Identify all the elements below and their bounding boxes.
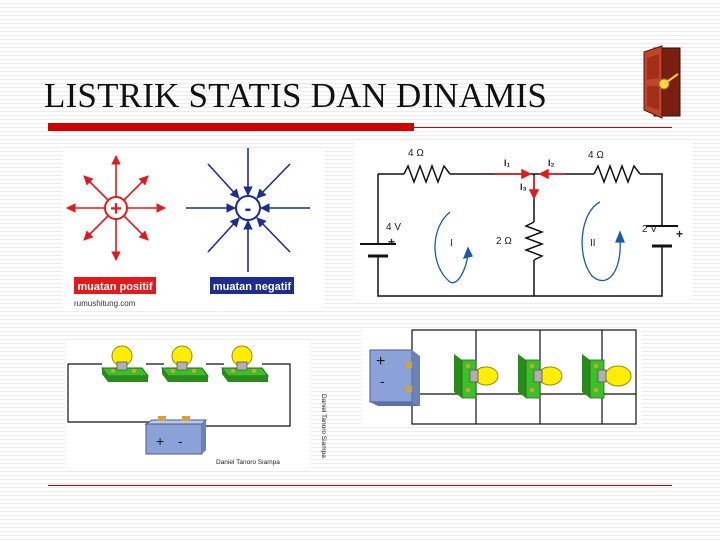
parallel-battery: + - [369, 349, 420, 406]
vertical-credit-figure: Daniel Tanoro Siampa [318, 390, 334, 472]
series-battery-minus: - [178, 433, 183, 449]
positive-charge-label: muatan positif [77, 281, 153, 293]
series-lamp-2 [161, 345, 209, 382]
parallel-lamp-2 [518, 354, 563, 399]
vertical-credit-svg: Daniel Tanoro Siampa [320, 394, 327, 458]
positive-charge-circle [104, 196, 128, 220]
slide-title: LISTRIK STATIS DAN DINAMIS [44, 76, 548, 115]
resistor-top-left [403, 163, 451, 185]
series-author-credit: Daniel Tanoro Siampa [216, 459, 280, 466]
parallel-circuit-diagram: + - [369, 329, 637, 425]
title-underline-thin [414, 127, 672, 128]
negative-label-box [210, 277, 294, 294]
battery-left [360, 243, 396, 258]
battery-left-plus: + [388, 235, 395, 249]
footer-divider [48, 485, 672, 486]
current-3-label: I₃ [520, 182, 527, 192]
negative-charge-symbol: - [245, 198, 252, 220]
battery-right-voltage: 2 V [642, 224, 657, 235]
current-1-label: I₁ [504, 158, 511, 168]
series-circuit-diagram: + - Daniel Tanoro Siampa [67, 345, 291, 466]
positive-field-lines [66, 155, 166, 261]
resistor-middle-label: 2 Ω [496, 236, 512, 247]
loop-2-label: II [590, 238, 596, 249]
kirchhoff-circuit-figure: 4 Ω 4 Ω 2 Ω 4 V 2 V + + I₁ I₂ I₃ I II [354, 140, 692, 302]
parallel-circuit-figure: + - [362, 328, 642, 426]
series-lamp-1 [101, 345, 149, 382]
negative-charge-circle [235, 195, 261, 221]
resistor-middle [523, 221, 545, 261]
battery-right-plus: + [676, 227, 683, 241]
resistor-top-left-label: 4 Ω [408, 148, 424, 159]
kirchhoff-circuit-diagram: 4 Ω 4 Ω 2 Ω 4 V 2 V + + I₁ I₂ I₃ I II [360, 148, 683, 297]
battery-left-voltage: 4 V [386, 222, 401, 233]
battery-right [646, 225, 678, 248]
current-arrows [494, 168, 566, 200]
parallel-lamp-1 [454, 354, 499, 399]
parallel-battery-minus: - [380, 373, 385, 389]
positive-label-box [74, 277, 156, 294]
series-circuit-figure: + - Daniel Tanoro Siampa [66, 342, 310, 470]
title-underline-bar [48, 123, 414, 131]
negative-field-lines [186, 148, 310, 272]
loop-2-arrow [581, 201, 621, 282]
current-2-label: I₂ [548, 158, 555, 168]
positive-charge-symbol: + [110, 198, 122, 220]
resistor-top-right [593, 163, 641, 185]
loop-1-arrow [434, 211, 469, 284]
negative-charge-label: muatan negatif [213, 281, 292, 293]
parallel-battery-plus: + [376, 353, 385, 370]
resistor-top-right-label: 4 Ω [588, 150, 604, 161]
series-battery-plus: + [156, 433, 164, 449]
charge-field-figure: + - muatan positif muatan negatif rumush… [62, 148, 324, 310]
charge-field-diagram: + - muatan positif muatan negatif rumush… [66, 148, 310, 308]
series-battery: + - [144, 416, 208, 455]
source-credit: rumushitung.com [74, 299, 136, 308]
parallel-lamp-3 [582, 354, 632, 399]
loop-current-arrows [434, 201, 625, 284]
loop-1-label: I [450, 238, 453, 249]
parallel-author-credit: Daniel Tanoro Siampa [320, 394, 327, 458]
exit-door-icon[interactable] [640, 44, 684, 125]
series-lamp-3 [221, 345, 269, 382]
